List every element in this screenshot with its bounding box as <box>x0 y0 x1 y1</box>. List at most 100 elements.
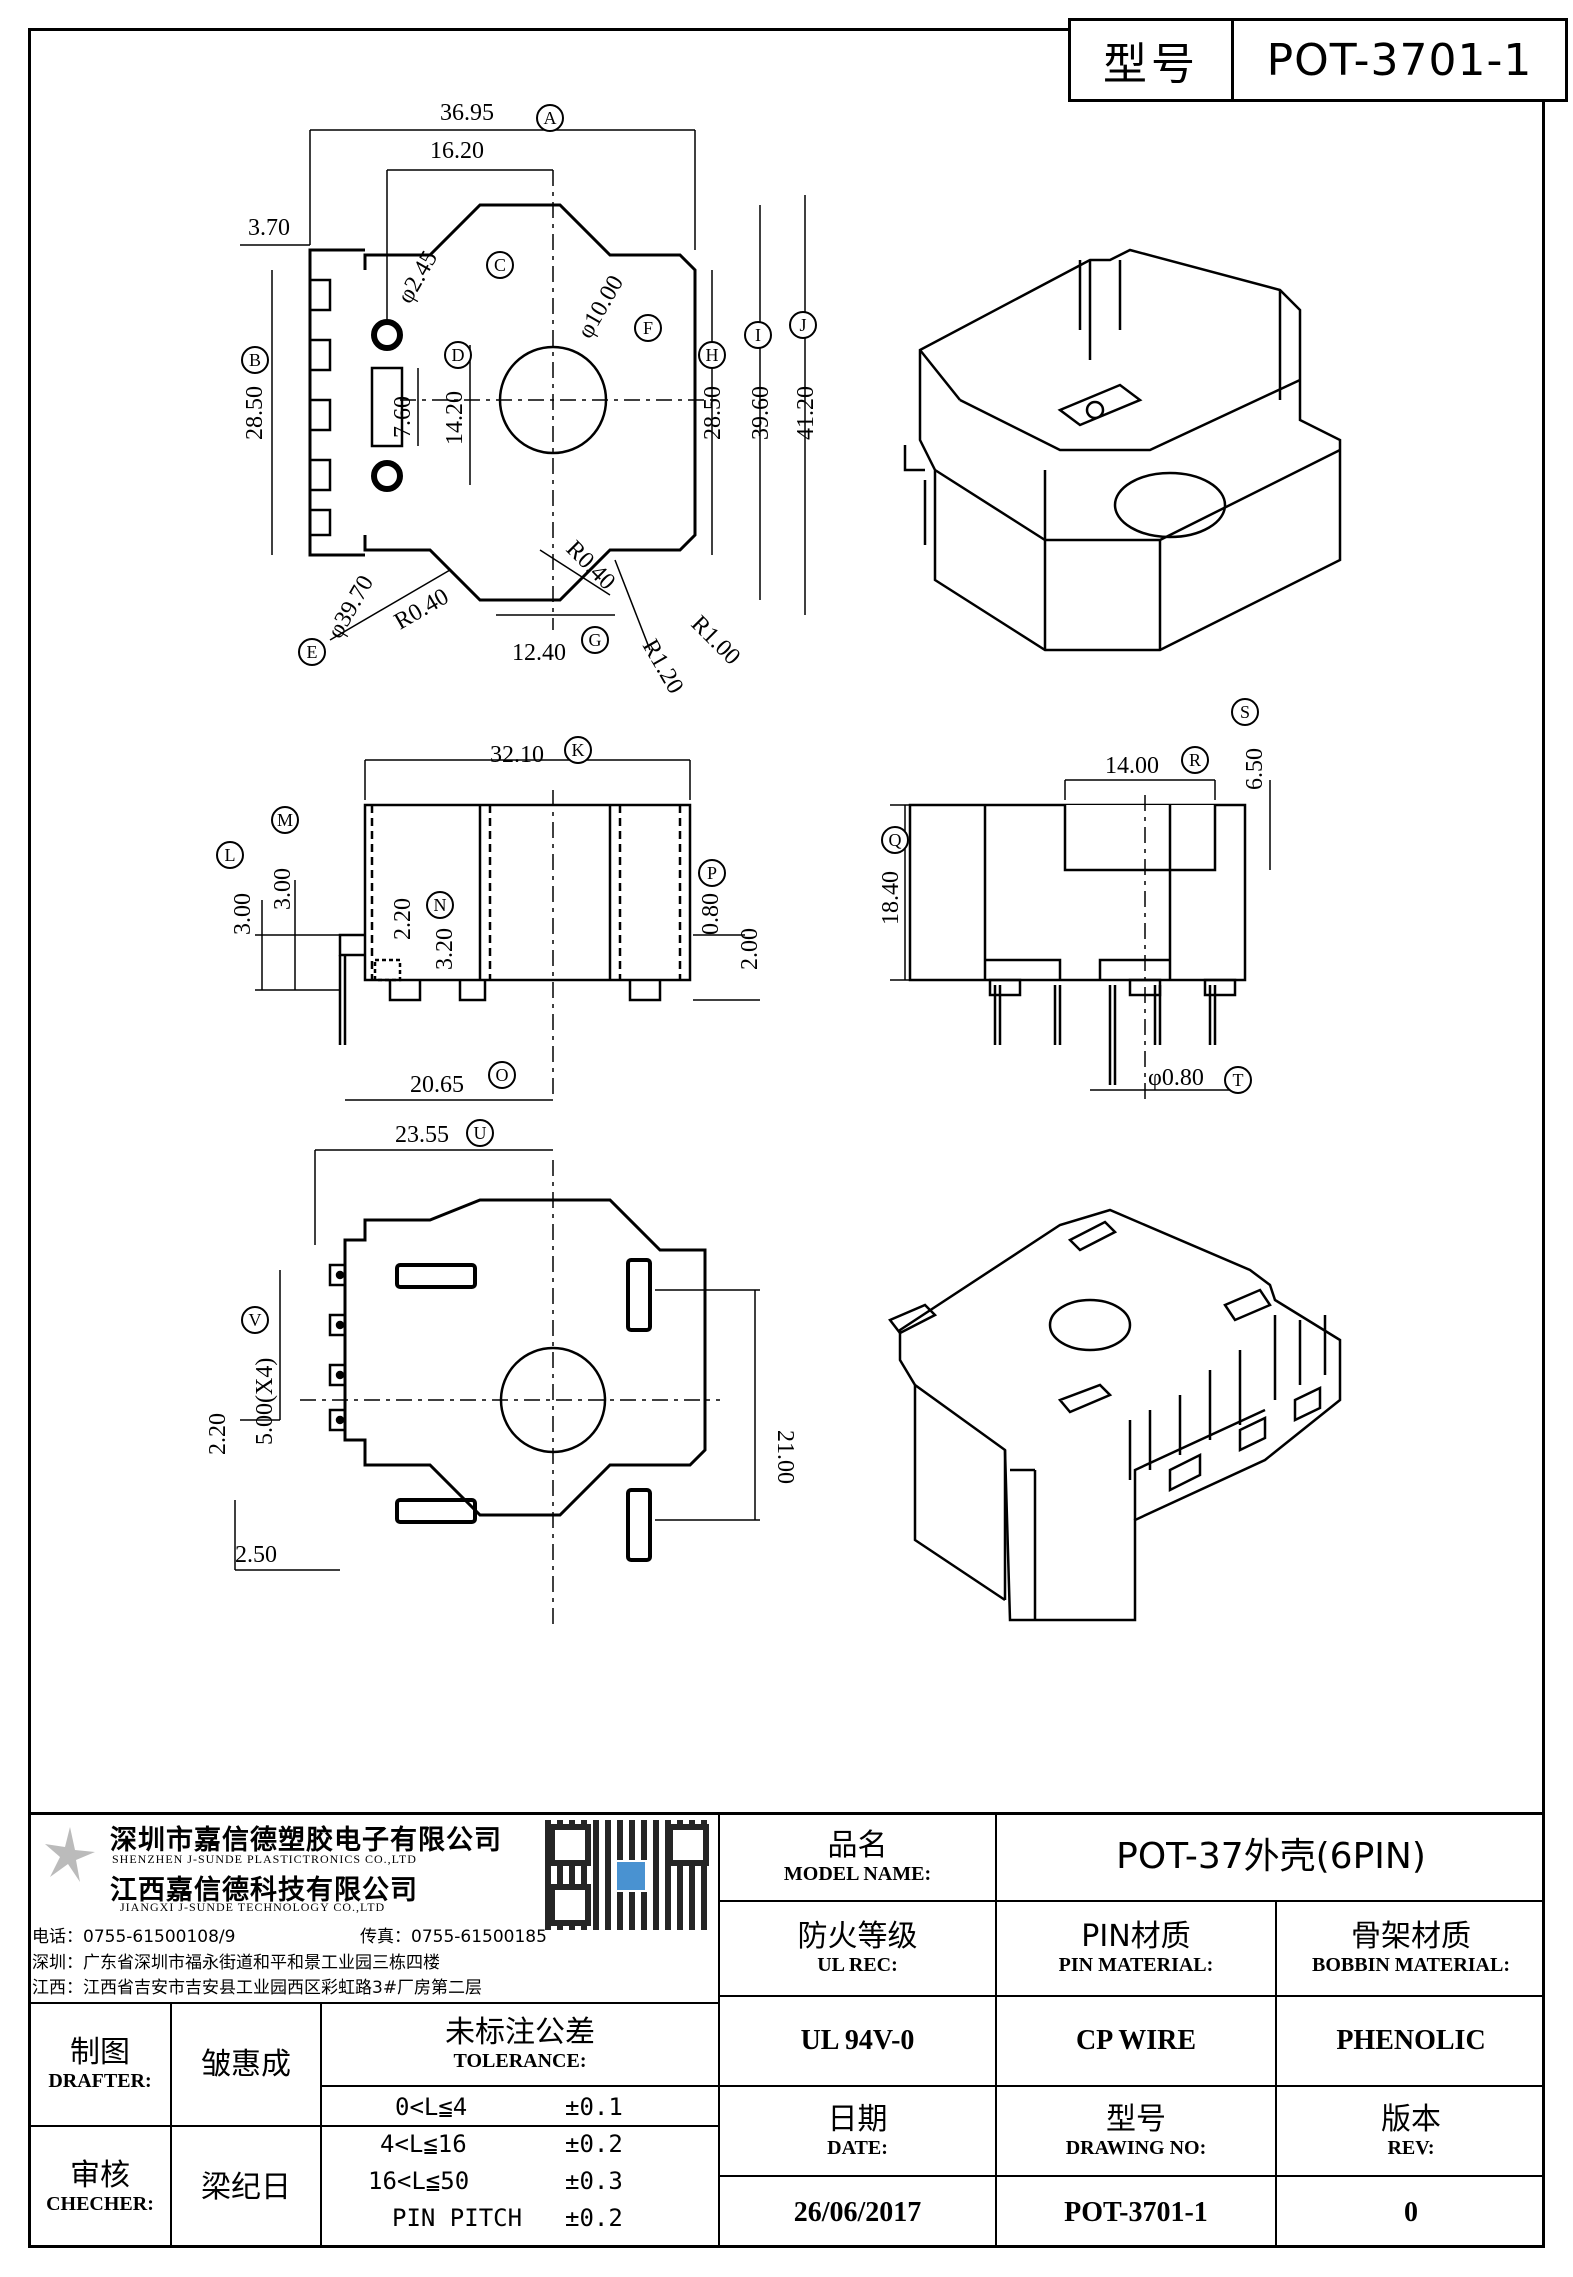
ref-circle-d <box>444 341 472 369</box>
dim-bottom-span: 21.00 <box>772 1430 798 1484</box>
ref-label-h: H <box>706 345 719 365</box>
dim-front-n: 2.20 <box>390 898 416 940</box>
dim-front-n2: 3.20 <box>432 928 458 970</box>
dim-top-diameter-e: φ39.70 <box>323 571 379 643</box>
date-cn: 日期 <box>827 2101 888 2137</box>
date-en: DATE: <box>827 2136 888 2159</box>
ref-label-r: R <box>1189 750 1201 770</box>
ref-label-a: A <box>544 108 557 128</box>
ref-label-o: O <box>496 1065 509 1085</box>
pin-material-cn: PIN材质 <box>1081 1919 1191 1954</box>
tol-range-0: 0<L≦4 <box>395 2093 468 2121</box>
checker-cn: 审核 <box>70 2158 130 2193</box>
bobbin-material-en: BOBBIN MATERIAL: <box>1312 1954 1510 1976</box>
dim-top-radius-d: R1.00 <box>686 611 745 670</box>
ref-label-m: M <box>277 810 293 830</box>
drafter-cn: 制图 <box>70 2035 130 2070</box>
dim-top-bottom-width: 12.40 <box>512 640 566 666</box>
dim-side-height: 18.40 <box>878 871 904 925</box>
bobbin-material-value: PHENOLIC <box>1336 2025 1486 2056</box>
bottom-view <box>234 1149 760 1630</box>
dim-front-m: 3.00 <box>270 868 296 910</box>
ref-circle-s <box>1231 698 1259 726</box>
ref-label-j: J <box>799 315 806 335</box>
rev-cn: 版本 <box>1381 2101 1441 2137</box>
dim-front-p: 0.80 <box>698 893 724 935</box>
model-name-en: MODEL NAME: <box>783 1862 932 1885</box>
ref-label-e: E <box>307 642 318 662</box>
dim-bottom-half-width: 23.55 <box>395 1122 449 1148</box>
dim-front-l: 3.00 <box>230 893 256 935</box>
ref-label-v: V <box>249 1310 262 1330</box>
tol-range-2: 16<L≦50 <box>368 2167 470 2195</box>
ref-circle-a <box>536 104 564 132</box>
ref-circle-r <box>1181 746 1209 774</box>
tolerance-cn: 未标注公差 <box>445 2015 595 2050</box>
company-fax: 传真：0755-61500185 <box>360 1927 547 1947</box>
dim-side-slot-width: 14.00 <box>1105 753 1159 779</box>
ref-label-g: G <box>589 630 602 650</box>
dim-top-height-b: 28.50 <box>242 386 268 440</box>
ref-label-t: T <box>1233 1070 1244 1090</box>
ref-circle-e <box>298 638 326 666</box>
dim-top-width: 36.95 <box>440 100 494 126</box>
technical-drawing: 36.95 16.20 3.70 φ2.45 φ10.00 28.50 7.60… <box>205 100 1342 1630</box>
ul-en: UL REC: <box>817 1954 898 1976</box>
rev-en: REV: <box>1387 2136 1435 2159</box>
ref-label-d: D <box>452 345 465 365</box>
tol-value-3: ±0.2 <box>565 2204 623 2232</box>
dim-top-pin-step: 3.70 <box>248 215 290 241</box>
pin-material-value: CP WIRE <box>1075 2025 1197 2056</box>
ref-circle-f <box>634 314 662 342</box>
tol-value-2: ±0.3 <box>565 2167 623 2195</box>
side-view <box>890 779 1271 1100</box>
ref-label-n: N <box>434 895 447 915</box>
ref-label-u: U <box>474 1123 487 1143</box>
ref-label-i: I <box>755 325 761 345</box>
dim-bottom-pitch: 5.00(X4) <box>252 1358 278 1445</box>
dim-top-i: 39.60 <box>748 386 774 440</box>
ref-circle-i <box>744 321 772 349</box>
company-logo <box>40 1822 100 1892</box>
rev-value: 0 <box>1404 2196 1418 2228</box>
dim-side-slot-depth: 6.50 <box>1242 748 1268 790</box>
drawing-no-en: DRAWING NO: <box>1065 2136 1207 2159</box>
ul-cn: 防火等级 <box>797 1919 918 1954</box>
ref-label-p: P <box>707 863 717 883</box>
ref-circle-b <box>241 346 269 374</box>
ref-label-k: K <box>572 740 585 760</box>
dim-top-h: 28.50 <box>700 386 726 440</box>
ref-circle-v <box>241 1306 269 1334</box>
bobbin-material-cn: 骨架材质 <box>1351 1919 1471 1954</box>
isometric-view-top <box>903 248 1342 652</box>
ref-circle-p <box>698 859 726 887</box>
ref-label-s: S <box>1240 702 1250 722</box>
drafter-en: DRAFTER: <box>48 2070 152 2092</box>
tol-range-3: PIN PITCH <box>392 2204 523 2232</box>
dim-top-radius-a: R0.40 <box>390 584 453 636</box>
top-view <box>240 129 806 651</box>
ref-label-b: B <box>249 350 261 370</box>
dim-front-p2: 2.00 <box>737 928 763 970</box>
ref-circle-n <box>426 891 454 919</box>
dim-top-center: 16.20 <box>430 138 484 164</box>
tol-value-1: ±0.2 <box>565 2130 623 2158</box>
dim-top-hole-span: 7.60 <box>390 396 416 438</box>
pin-material-en: PIN MATERIAL: <box>1058 1954 1214 1976</box>
dim-top-d: 14.20 <box>442 391 468 445</box>
ref-circle-c <box>486 251 514 279</box>
drawing-no-value: POT-3701-1 <box>1064 2196 1208 2228</box>
dim-top-j: 41.20 <box>793 386 819 440</box>
ref-circle-u <box>466 1119 494 1147</box>
dim-bottom-edge: 2.50 <box>235 1542 277 1568</box>
tol-range-1: 4<L≦16 <box>380 2130 467 2158</box>
ref-circle-q <box>881 826 909 854</box>
model-label: 型号 <box>1071 21 1234 99</box>
dim-bottom-pin-off: 2.20 <box>205 1413 231 1455</box>
qr-code <box>545 1820 713 1930</box>
company-tel: 电话：0755-61500108/9 <box>32 1927 236 1947</box>
title-block <box>28 1812 1545 2248</box>
ref-circle-h <box>698 341 726 369</box>
ref-circle-k <box>564 736 592 764</box>
tolerance-en: TOLERANCE: <box>453 2050 587 2072</box>
